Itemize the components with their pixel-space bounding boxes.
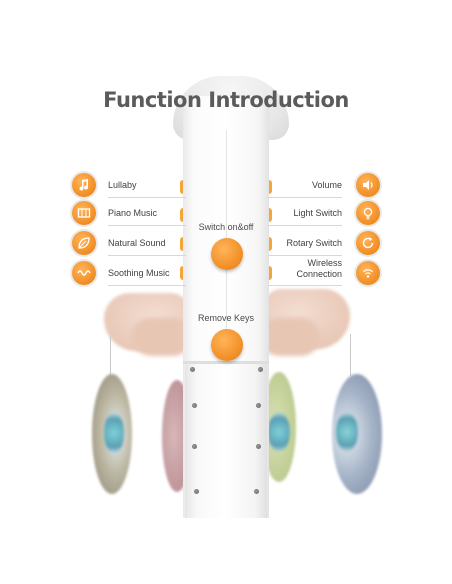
power-switch-button[interactable] <box>211 238 243 270</box>
feature-label: Piano Music <box>108 208 158 218</box>
feature-lullaby: Lullaby <box>72 173 186 199</box>
feature-label: Wireless Connection <box>296 258 342 280</box>
feature-rotary-switch: Rotary Switch <box>268 231 380 257</box>
feature-light-switch: Light Switch <box>268 201 380 227</box>
hanging-toy-blue-center <box>336 412 358 452</box>
divider <box>108 255 186 256</box>
screw <box>192 444 197 449</box>
divider <box>108 225 186 226</box>
mobile-arm-right-base <box>260 318 320 356</box>
screw <box>192 403 197 408</box>
feature-label: Lullaby <box>108 180 137 190</box>
screw <box>256 444 261 449</box>
sound-wave-icon <box>72 261 96 285</box>
pole-lower-section <box>185 364 267 518</box>
leaf-icon <box>72 231 96 255</box>
piano-icon <box>72 201 96 225</box>
mobile-arm-left-base <box>132 318 192 356</box>
light-bulb-icon <box>356 201 380 225</box>
feature-soothing-music: Soothing Music <box>72 261 186 287</box>
pole-joint <box>183 361 269 364</box>
feature-piano-music: Piano Music <box>72 201 186 227</box>
side-key-tab <box>266 237 272 251</box>
side-key-tab <box>266 208 272 222</box>
divider <box>268 285 342 286</box>
screw <box>194 489 199 494</box>
feature-label: Soothing Music <box>108 268 170 278</box>
switch-label: Switch on&off <box>198 222 254 232</box>
page-title: Function Introduction <box>103 88 349 112</box>
screw <box>258 367 263 372</box>
wireless-icon <box>356 261 380 285</box>
music-note-icon <box>72 173 96 197</box>
remove-keys-label: Remove Keys <box>197 313 255 323</box>
feature-volume: Volume <box>268 173 380 199</box>
divider <box>268 225 342 226</box>
hanging-string <box>110 336 111 376</box>
feature-label: Rotary Switch <box>286 238 342 248</box>
hanging-string <box>350 334 351 376</box>
side-key-tab <box>266 266 272 280</box>
rotate-icon <box>356 231 380 255</box>
feature-label-line1: Wireless <box>307 258 342 268</box>
divider <box>268 255 342 256</box>
hanging-toy-left-center <box>104 412 124 454</box>
hanging-toy-green-center <box>268 412 290 452</box>
divider <box>268 197 342 198</box>
remove-keys-button[interactable] <box>211 329 243 361</box>
side-key-tab <box>266 180 272 194</box>
screw <box>256 403 261 408</box>
screw <box>190 367 195 372</box>
feature-natural-sound: Natural Sound <box>72 231 186 257</box>
volume-icon <box>356 173 380 197</box>
feature-label: Volume <box>311 180 342 190</box>
feature-label-line2: Connection <box>296 269 342 279</box>
feature-label: Light Switch <box>293 208 342 218</box>
divider <box>108 285 186 286</box>
feature-wireless-connection: Wireless Connection <box>268 258 380 287</box>
feature-label: Natural Sound <box>108 238 166 248</box>
divider <box>108 197 186 198</box>
screw <box>254 489 259 494</box>
